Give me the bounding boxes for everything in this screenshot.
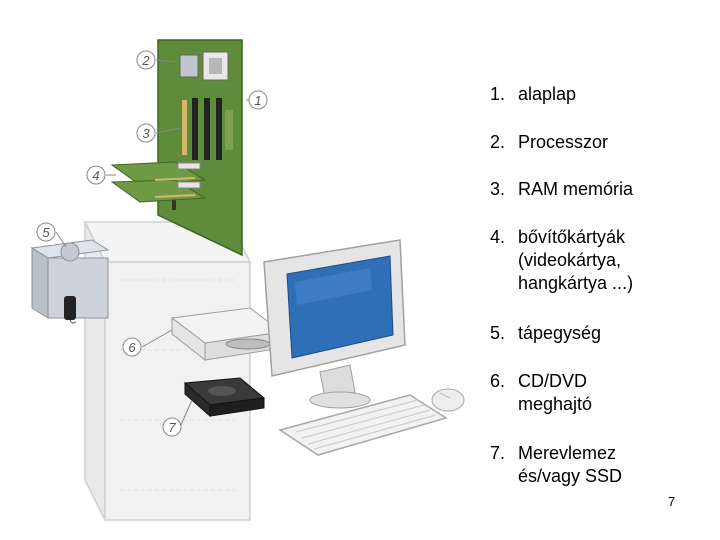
list-item-number: 2. — [490, 132, 506, 152]
callout-1: 1 — [248, 90, 268, 110]
list-item-number: 1. — [490, 84, 506, 104]
callout-2: 2 — [136, 50, 156, 70]
motherboard — [157, 39, 243, 257]
svg-text:5: 5 — [42, 225, 50, 240]
svg-text:7: 7 — [168, 420, 176, 435]
list-item: 6. CD/DVD meghajtó — [490, 370, 710, 416]
list-item-number: 7. — [490, 443, 506, 463]
callout-6: 6 — [122, 337, 142, 357]
expansion-cards — [110, 161, 207, 203]
svg-text:3: 3 — [142, 126, 150, 141]
svg-text:4: 4 — [92, 168, 99, 183]
callout-7: 7 — [162, 417, 182, 437]
list-item-label: alaplap — [518, 84, 577, 104]
mouse — [431, 388, 465, 412]
list-item-number: 4. — [490, 227, 506, 247]
page-number: 7 — [668, 494, 676, 509]
computer-components-illustration: 1 2 3 4 5 6 7 — [30, 39, 465, 521]
list-item-label: Merevlemez és/vagy SSD — [518, 443, 623, 486]
list-item-label: tápegység — [518, 323, 602, 343]
pc-case — [83, 221, 252, 521]
callout-leaders — [55, 59, 258, 428]
svg-text:6: 6 — [128, 340, 136, 355]
list-item-number: 3. — [490, 179, 506, 199]
list-item: 5. tápegység — [490, 322, 710, 345]
list-item: 1. alaplap — [490, 83, 710, 106]
monitor — [263, 239, 406, 409]
list-item: 2. Processzor — [490, 131, 710, 154]
svg-text:1: 1 — [254, 93, 261, 108]
list-item-label: CD/DVD meghajtó — [518, 371, 593, 414]
svg-text:2: 2 — [141, 53, 150, 68]
list-item-label: RAM memória — [518, 179, 634, 199]
optical-drive — [170, 307, 284, 362]
callout-3: 3 — [136, 123, 156, 143]
list-item: 7. Merevlemez és/vagy SSD — [490, 442, 710, 488]
list-item-number: 6. — [490, 371, 506, 391]
keyboard — [278, 394, 448, 456]
callout-markers: 1 2 3 4 5 6 7 — [36, 50, 268, 437]
callout-5: 5 — [36, 222, 56, 242]
callout-4: 4 — [86, 165, 106, 185]
list-item-number: 5. — [490, 323, 506, 343]
list-item-label: Processzor — [518, 132, 609, 152]
hard-drive — [183, 377, 266, 418]
list-item: 4. bővítőkártyák (videokártya, hangkárty… — [490, 226, 710, 295]
power-supply — [30, 239, 110, 324]
list-item: 3. RAM memória — [490, 178, 710, 201]
list-item-label: bővítőkártyák (videokártya, hangkártya .… — [518, 227, 634, 293]
